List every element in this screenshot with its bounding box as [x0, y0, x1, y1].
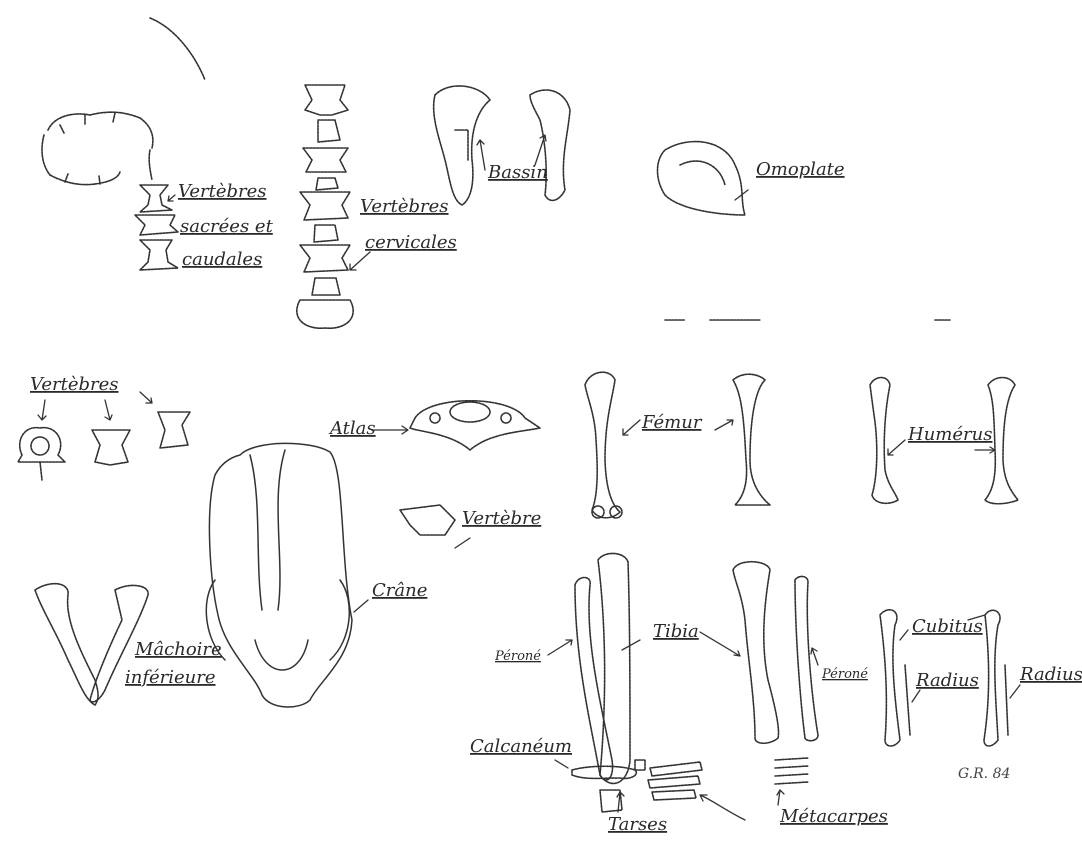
tarsal-bones: [635, 760, 702, 800]
label-vertebres: Vertèbres: [30, 374, 119, 395]
label-vertebre: Vertèbre: [462, 508, 541, 529]
tail-tip: [150, 18, 205, 80]
label-vertebres-cervicales-2: cervicales: [365, 232, 457, 253]
vertebra-body: [92, 430, 130, 465]
fibula-right: [795, 576, 818, 740]
label-humerus: Humérus: [907, 424, 992, 445]
pelvis: [434, 86, 570, 205]
label-bassin: Bassin: [487, 162, 548, 183]
metacarpal-bones: [775, 758, 808, 784]
signature: G.R. 84: [958, 766, 1010, 782]
label-vertebres-sacrees: Vertèbres: [178, 181, 267, 202]
label-radius-right: Radius: [1019, 664, 1082, 685]
label-radius-left: Radius: [915, 670, 979, 691]
label-tibia: Tibia: [653, 621, 699, 642]
vertebra-ring: [18, 428, 65, 480]
label-vertebres-cervicales-1: Vertèbres: [360, 196, 449, 217]
label-crane: Crâne: [372, 580, 427, 601]
label-femur: Fémur: [641, 412, 703, 433]
ulna-radius-right: [984, 610, 1008, 746]
femur-right: [733, 374, 770, 505]
label-perone-left: Péroné: [494, 649, 541, 664]
single-vertebra: [400, 505, 455, 535]
cervical-vertebrae-column: [297, 85, 353, 328]
label-machoire-2: inférieure: [125, 667, 216, 688]
tibia-right: [733, 562, 779, 744]
label-sacrees-et: sacrées et: [180, 216, 274, 237]
humerus-left: [870, 378, 898, 504]
tibia-fibula-left: [575, 553, 630, 812]
label-tarses: Tarses: [608, 814, 667, 835]
scapula: [658, 142, 746, 215]
skull: [206, 443, 352, 707]
label-machoire-1: Mâchoire: [134, 639, 222, 660]
vertebra-side: [158, 412, 190, 448]
label-omoplate: Omoplate: [756, 159, 845, 180]
label-caudales: caudales: [182, 249, 262, 270]
caudal-vertebrae-chain: [42, 112, 153, 184]
atlas-bone: [410, 401, 540, 450]
label-calcaneum: Calcanéum: [470, 736, 572, 757]
femur-left: [585, 372, 622, 518]
label-metacarpes: Métacarpes: [779, 806, 888, 827]
label-perone-right: Péroné: [821, 667, 868, 682]
label-atlas: Atlas: [328, 418, 376, 439]
ulna-radius-left: [880, 610, 910, 746]
